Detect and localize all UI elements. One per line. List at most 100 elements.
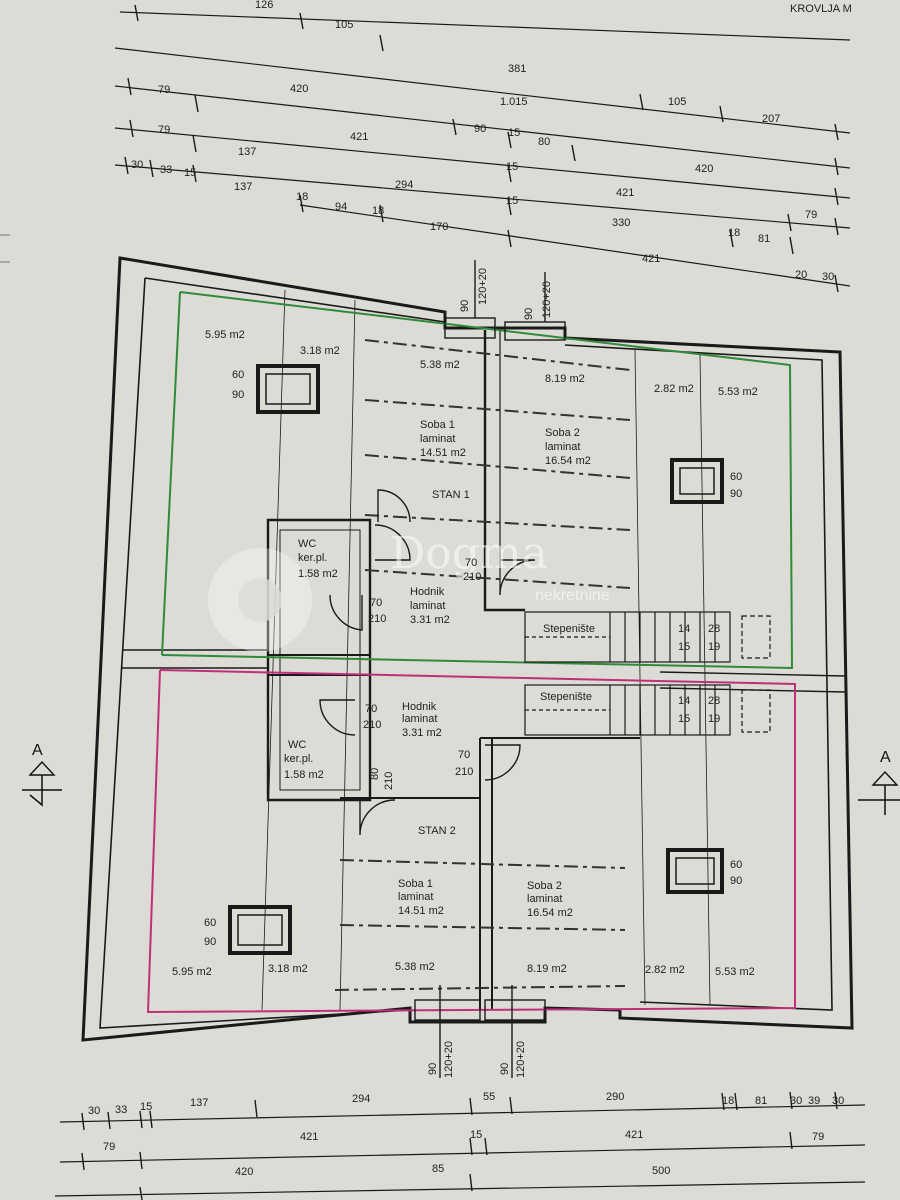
- dimension-tick: [571, 144, 576, 162]
- room-finish: laminat: [420, 433, 455, 445]
- room-area: 5.53 m2: [718, 386, 758, 398]
- beam-dashed: [364, 399, 631, 421]
- dimension-tick: [379, 204, 384, 223]
- dimension-value: 137: [190, 1097, 208, 1109]
- opening-height: 210: [383, 772, 395, 790]
- opening-height: 90: [204, 936, 216, 948]
- dimension-value: 421: [350, 131, 368, 143]
- room-area: 2.82 m2: [645, 964, 685, 976]
- opening-height: 120+20: [541, 281, 553, 318]
- opening-width: 60: [730, 859, 742, 871]
- room-area: 3.31 m2: [410, 614, 450, 626]
- dimension-tick: [507, 229, 512, 248]
- section-label: A: [32, 742, 43, 759]
- unit1-boundary: [161, 291, 794, 670]
- section-label: A: [880, 749, 891, 766]
- dimension-tick: [639, 93, 644, 111]
- dimension-value: 294: [352, 1093, 370, 1105]
- dimension-line: [299, 204, 851, 287]
- dimension-value: 33: [160, 164, 172, 176]
- dimension-tick: [81, 1152, 85, 1171]
- unit-label: STAN 2: [418, 825, 456, 837]
- opening-height: 210: [455, 766, 473, 778]
- dimension-tick: [149, 1110, 153, 1129]
- room-finish: laminat: [527, 893, 562, 905]
- dimension-value: 500: [652, 1165, 670, 1177]
- roof-line: [339, 299, 356, 1011]
- room-finish: laminat: [545, 441, 580, 453]
- dimension-value: 94: [335, 201, 347, 213]
- room-name: Hodnik: [402, 701, 437, 713]
- dimension-tick: [789, 236, 794, 255]
- room-finish: ker.pl.: [298, 552, 327, 564]
- room-area: 5.53 m2: [715, 966, 755, 978]
- dimension-tick: [509, 1096, 513, 1115]
- room-area: 1.58 m2: [298, 568, 338, 580]
- dimension-tick: [81, 1112, 85, 1131]
- dimension-value: 18: [296, 191, 308, 203]
- dimension-line: [59, 1104, 866, 1123]
- dimension-tick: [192, 134, 197, 153]
- dimension-value: 105: [335, 19, 353, 31]
- dimension-value: 421: [616, 187, 634, 199]
- dimension-value: 15: [140, 1101, 152, 1113]
- section-arrow-icon: [871, 770, 899, 786]
- dimension-value: 30: [88, 1105, 100, 1117]
- opening-height: 210: [463, 571, 481, 583]
- door-swing: [484, 744, 521, 781]
- unit2-boundary: [146, 669, 796, 1014]
- dimension-tick: [149, 159, 154, 178]
- skylight-window-inner: [237, 914, 283, 946]
- dimension-tick: [507, 197, 512, 216]
- dimension-line: [114, 164, 851, 229]
- wc-block: [266, 518, 372, 802]
- dimension-tick: [107, 1111, 111, 1130]
- dimension-value: 79: [103, 1141, 115, 1153]
- beam-dashed: [364, 339, 631, 371]
- opening-height: 90: [730, 488, 742, 500]
- section-marker-right: A: [858, 749, 900, 815]
- room-name: Soba 2: [527, 880, 562, 892]
- opening-width: 70: [458, 749, 470, 761]
- wc-block-inner: [279, 529, 361, 791]
- dimension-value: 15: [506, 195, 518, 207]
- opening-height: 210: [363, 719, 381, 731]
- dimension-tick: [299, 194, 304, 213]
- dimension-value: 55: [483, 1091, 495, 1103]
- upper-unit-labels: STAN 1 5.95 m2 3.18 m2 5.38 m2 8.19 m2 2…: [205, 268, 758, 653]
- dimension-tick: [254, 1099, 258, 1118]
- dimension-tick: [834, 1091, 838, 1110]
- beam-dashed: [334, 985, 626, 991]
- dimension-tick: [789, 1131, 793, 1150]
- section-arrow-icon: [22, 775, 62, 807]
- dimension-tick: [734, 1092, 738, 1111]
- room-finish: laminat: [410, 600, 445, 612]
- room-name: Stepenište: [540, 691, 592, 703]
- room-area: 5.95 m2: [205, 329, 245, 341]
- dimension-tick: [789, 1091, 793, 1110]
- dimension-value: 30: [131, 159, 143, 171]
- opening-width: 90: [499, 1063, 511, 1075]
- dimension-tick: [469, 1097, 473, 1116]
- dimension-line: [59, 1144, 866, 1163]
- dimension-value: 294: [395, 179, 413, 191]
- unit1-boundary-side: [161, 291, 181, 656]
- skylight-window-inner: [679, 467, 715, 495]
- dimension-value: 1.015: [500, 96, 528, 108]
- dimension-value: 81: [758, 233, 770, 245]
- dimension-tick: [194, 94, 199, 113]
- dimension-line: [114, 127, 851, 199]
- room-name: Soba 1: [398, 878, 433, 890]
- stair-dimension: 28: [708, 695, 720, 707]
- dimension-value: 85: [432, 1163, 444, 1175]
- opening-width: 70: [370, 597, 382, 609]
- room-area: 8.19 m2: [545, 373, 585, 385]
- opening-width: 60: [730, 471, 742, 483]
- room-area: 16.54 m2: [527, 907, 573, 919]
- opening-height: 120+20: [515, 1041, 527, 1078]
- room-area: 16.54 m2: [545, 455, 591, 467]
- top-dimension-values: 126 105 381 79 420 1.015 105 207 79 421 …: [131, 0, 834, 283]
- roof-line: [699, 354, 711, 1006]
- stair-landing: [741, 615, 771, 659]
- dimension-value: 381: [508, 63, 526, 75]
